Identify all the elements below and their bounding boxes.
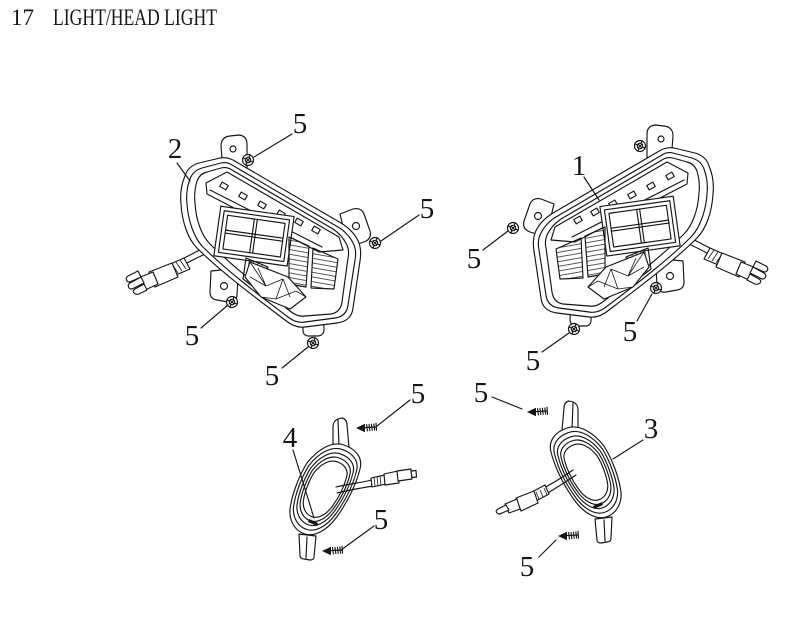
callout-5-screw: 5 xyxy=(623,316,638,348)
screw xyxy=(526,406,549,417)
callout-5-screw: 5 xyxy=(526,345,541,377)
right-signal-lamp xyxy=(550,401,621,543)
leader-line xyxy=(200,304,229,329)
right-signal-wire-connector xyxy=(495,469,577,515)
callout-3-right-signal: 3 xyxy=(644,413,659,445)
callout-5-screw: 5 xyxy=(374,504,389,536)
leader-line xyxy=(380,214,420,242)
callout-5-screw: 5 xyxy=(467,243,482,275)
leader-line xyxy=(541,332,570,353)
callout-5-screw: 5 xyxy=(420,193,435,225)
leader-line xyxy=(376,399,411,427)
leader-line xyxy=(491,396,523,410)
callout-5-screw: 5 xyxy=(293,108,308,140)
callout-1-right-headlight: 1 xyxy=(572,150,587,182)
callout-5-screw: 5 xyxy=(520,551,535,583)
leader-line xyxy=(253,133,293,158)
leader-line xyxy=(176,162,191,182)
right-headlight-assembly xyxy=(523,124,769,327)
callout-5-screw: 5 xyxy=(474,377,489,409)
callout-2-left-headlight: 2 xyxy=(168,133,183,165)
left-signal-wire-connector xyxy=(335,468,418,494)
screw xyxy=(557,530,580,541)
leader-line xyxy=(281,346,309,369)
leader-line xyxy=(292,449,315,519)
leader-line xyxy=(612,439,644,460)
callout-5-screw: 5 xyxy=(185,320,200,352)
leader-line xyxy=(340,525,375,551)
screw xyxy=(505,220,521,236)
section-number: 17 xyxy=(11,5,34,30)
leader-line xyxy=(636,293,653,322)
callout-5-screw: 5 xyxy=(265,360,280,392)
screw xyxy=(321,545,344,556)
screw xyxy=(355,422,378,433)
callout-4-left-signal: 4 xyxy=(283,422,298,454)
leader-line xyxy=(538,539,557,558)
screw xyxy=(632,138,648,154)
section-title: LIGHT/HEAD LIGHT xyxy=(53,5,217,30)
leader-line xyxy=(583,176,600,201)
screw xyxy=(305,335,321,351)
left-signal-lamp xyxy=(290,418,361,560)
callout-5-screw: 5 xyxy=(411,378,426,410)
leader-line xyxy=(482,230,509,251)
